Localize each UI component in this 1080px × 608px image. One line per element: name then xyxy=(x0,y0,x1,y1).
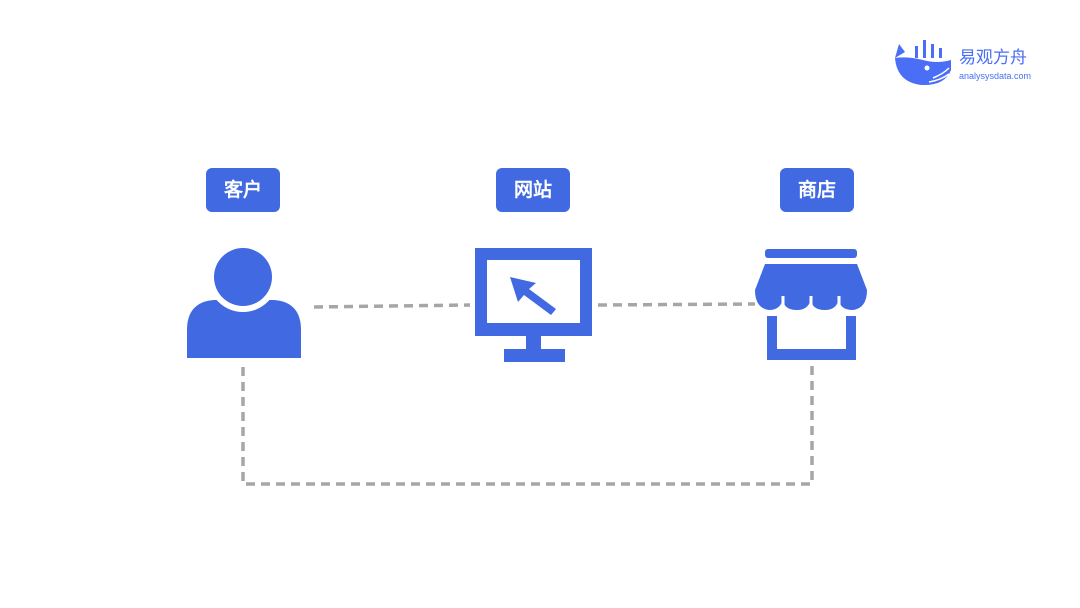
connector-website-store xyxy=(597,302,756,307)
node-label-website: 网站 xyxy=(496,168,570,212)
brand-logo: 易观方舟 analysysdata.com xyxy=(893,38,1043,90)
node-label-customer: 客户 xyxy=(206,168,280,212)
connector-customer-website xyxy=(313,303,471,309)
brand-name: 易观方舟 xyxy=(959,48,1027,68)
storefront-icon xyxy=(755,249,867,360)
whale-chart-icon xyxy=(895,40,951,86)
brand-domain: analysysdata.com xyxy=(959,71,1032,81)
person-icon xyxy=(187,242,301,358)
node-label-store: 商店 xyxy=(780,168,854,212)
monitor-cursor-icon xyxy=(475,248,592,362)
connector-customer-store xyxy=(241,362,814,486)
